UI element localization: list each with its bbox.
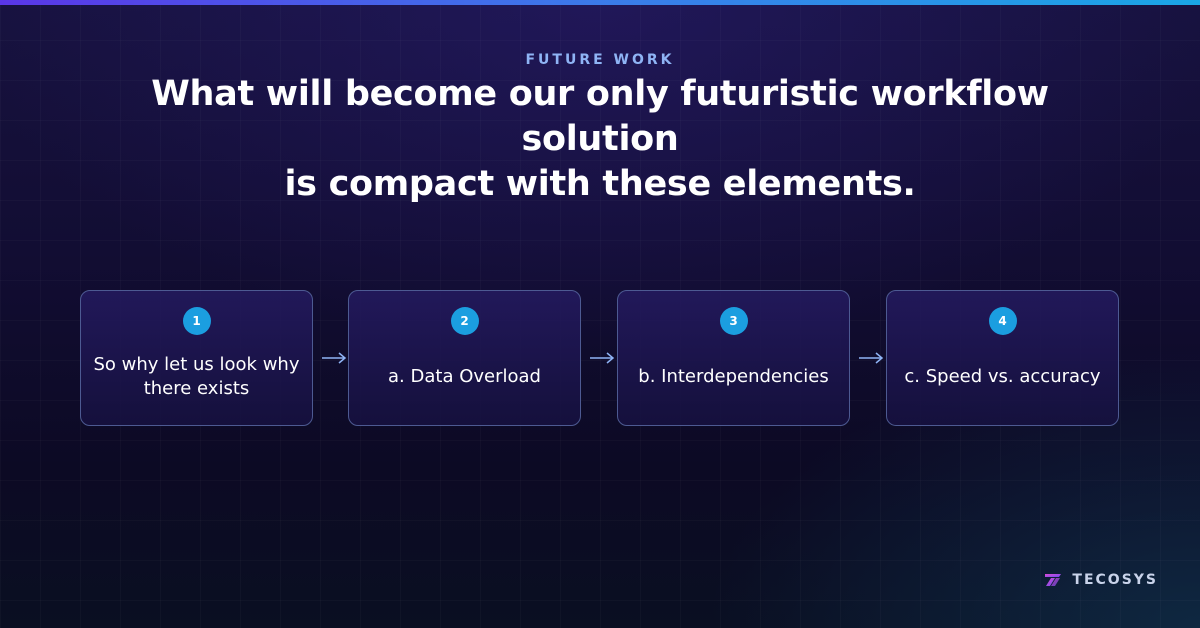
step-number-badge: 4 <box>988 307 1017 335</box>
step-card-2: 2 a. Data Overload <box>348 290 581 426</box>
eyebrow-label: FUTURE WORK <box>525 52 675 68</box>
page-title: What will become our only futuristic wor… <box>100 72 1100 207</box>
step-label: a. Data Overload <box>388 366 541 387</box>
step-card-4: 4 c. Speed vs. accuracy <box>886 290 1119 426</box>
top-accent-bar <box>0 0 1200 5</box>
arrow-right-icon <box>859 352 884 364</box>
step-label: So why let us look why there exists <box>93 354 300 399</box>
page-title-line-2: is compact with these elements. <box>284 164 916 204</box>
step-card-1: 1 So why let us look why there exists <box>80 290 313 426</box>
page-title-line-1: What will become our only futuristic wor… <box>151 74 1049 159</box>
tecosys-logo-icon <box>1045 574 1062 586</box>
step-card-3: 3 b. Interdependencies <box>617 290 850 426</box>
workflow-steps: 1 So why let us look why there exists 2 … <box>80 290 1120 428</box>
step-label: b. Interdependencies <box>638 366 829 387</box>
step-label: c. Speed vs. accuracy <box>904 366 1101 387</box>
arrow-right-icon <box>322 352 347 364</box>
arrow-right-icon <box>590 352 615 364</box>
step-number-badge: 2 <box>450 307 479 335</box>
step-number-badge: 1 <box>182 307 211 335</box>
step-number-badge: 3 <box>719 307 748 335</box>
brand-name: TECOSYS <box>1072 572 1158 588</box>
brand-logo: TECOSYS <box>1044 572 1158 588</box>
